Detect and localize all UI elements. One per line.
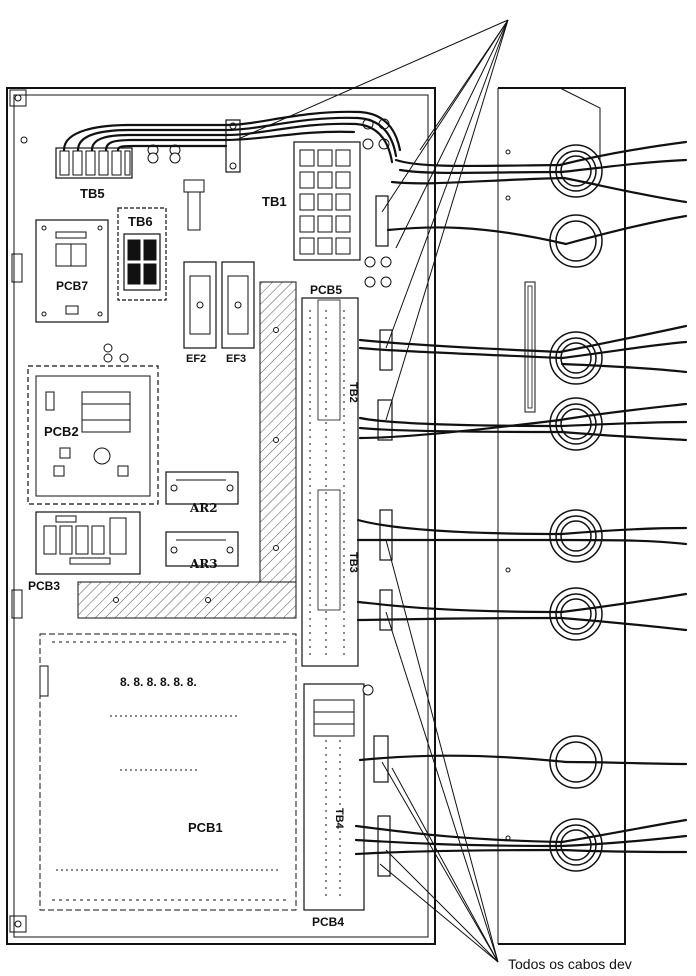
- tb5-label: TB5: [80, 186, 105, 201]
- pcb1-board: [39, 633, 297, 911]
- callout-lines-bottom: [379, 539, 499, 963]
- tb5-terminal-block: [55, 144, 181, 179]
- pcb7-board: [35, 219, 109, 323]
- pcb3-board: [35, 511, 141, 575]
- caption-text: Todos os cabos dev: [508, 956, 632, 972]
- callout-lines-top: [235, 19, 509, 421]
- tb6-label: TB6: [128, 214, 153, 229]
- pcb5-terminal-strip: [301, 297, 359, 667]
- pcb5-label: PCB5: [310, 283, 342, 297]
- tb6-terminal-block: [117, 207, 167, 301]
- small-relay: [183, 179, 205, 231]
- top-cable-clamp: [225, 119, 241, 173]
- tb1-label: TB1: [262, 194, 287, 209]
- ef2-label: EF2: [186, 353, 206, 365]
- grommet: [549, 587, 603, 641]
- tb4-label: TB4: [333, 808, 345, 830]
- ar2-ar3-relays: [165, 471, 239, 567]
- ef3-label: EF3: [226, 353, 246, 365]
- ground-screws: [103, 343, 129, 363]
- pcb7-label: PCB7: [56, 279, 88, 293]
- tb2-label: TB2: [347, 382, 359, 403]
- pcb4-terminal-strip: [303, 683, 374, 911]
- hatched-areas: [77, 281, 297, 619]
- pcb3-label: PCB3: [28, 579, 60, 593]
- ar2-label: AR2: [189, 501, 218, 515]
- pcb2-label: PCB2: [44, 424, 79, 439]
- grommet: [549, 509, 603, 563]
- side-door-panel: [497, 87, 626, 945]
- main-enclosure: [6, 87, 436, 945]
- pcb4-label: PCB4: [312, 915, 344, 929]
- ar3-label: AR3: [189, 557, 218, 571]
- ef2-ef3-filters: [183, 261, 255, 349]
- pcb1-display: 8. 8. 8. 8. 8. 8.: [120, 675, 197, 689]
- pcb2-board: [27, 365, 159, 505]
- wires: [62, 110, 688, 856]
- pcb1-label: PCB1: [188, 820, 223, 835]
- tb3-label: TB3: [347, 552, 359, 573]
